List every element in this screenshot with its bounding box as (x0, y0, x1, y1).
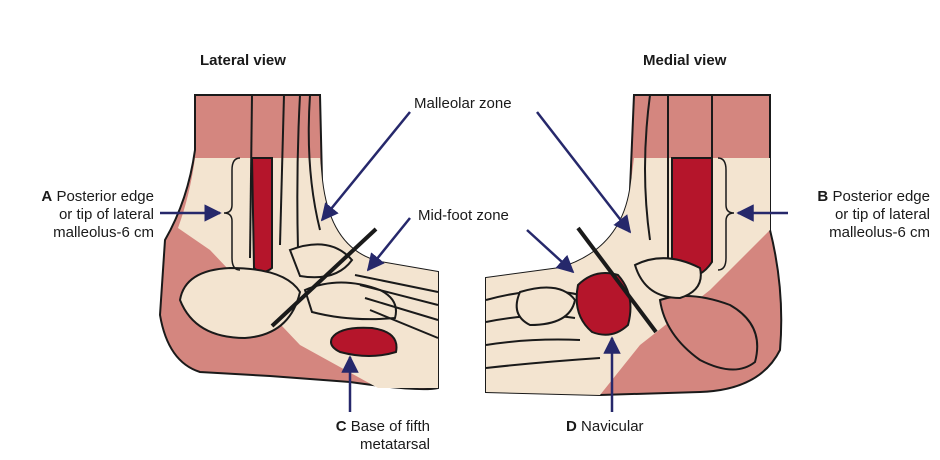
rule-b-line1: Posterior edge (832, 188, 930, 205)
arrow-malleolar-right (536, 111, 632, 234)
rule-b-line2: or tip of lateral (834, 206, 930, 223)
malleolar-zone-label: Malleolar zone (414, 95, 512, 112)
fifth-metatarsal-highlight (330, 326, 398, 357)
rule-b-line3: malleolus-6 cm (829, 224, 930, 241)
rule-c-label: C Base of fifth metatarsal (290, 418, 430, 454)
lateral-malleolus-highlight (250, 157, 273, 273)
rule-b-letter: B (817, 188, 829, 205)
rule-d-line1: Navicular (581, 418, 644, 435)
rule-c-line1: Base of fifth (350, 418, 430, 435)
rule-d-letter: D (566, 418, 577, 435)
lateral-midfoot-line (270, 227, 378, 328)
arrow-midfoot-left (366, 217, 411, 272)
medial-foot-illustration (485, 94, 783, 397)
lateral-view-title: Lateral view (200, 52, 286, 69)
rule-b-label: B Posterior edge or tip of lateral malle… (780, 188, 930, 242)
rule-a-letter: A (41, 188, 53, 205)
pointer-arrows (160, 111, 788, 412)
medial-view-title: Medial view (643, 52, 727, 69)
navicular-highlight (575, 272, 632, 336)
rule-c-line2: metatarsal (359, 436, 430, 453)
rule-a-line1: Posterior edge (56, 188, 154, 205)
rule-a-line3: malleolus-6 cm (53, 224, 154, 241)
arrow-midfoot-right (526, 229, 575, 274)
lateral-foot-illustration (158, 94, 439, 391)
rule-c-letter: C (335, 418, 347, 435)
rule-a-line2: or tip of lateral (58, 206, 154, 223)
arrow-malleolar-left (320, 111, 411, 222)
rule-d-label: D Navicular (566, 418, 644, 436)
medial-midfoot-line (576, 226, 658, 334)
rule-a-label: A Posterior edge or tip of lateral malle… (4, 188, 154, 242)
midfoot-zone-label: Mid-foot zone (418, 207, 509, 224)
